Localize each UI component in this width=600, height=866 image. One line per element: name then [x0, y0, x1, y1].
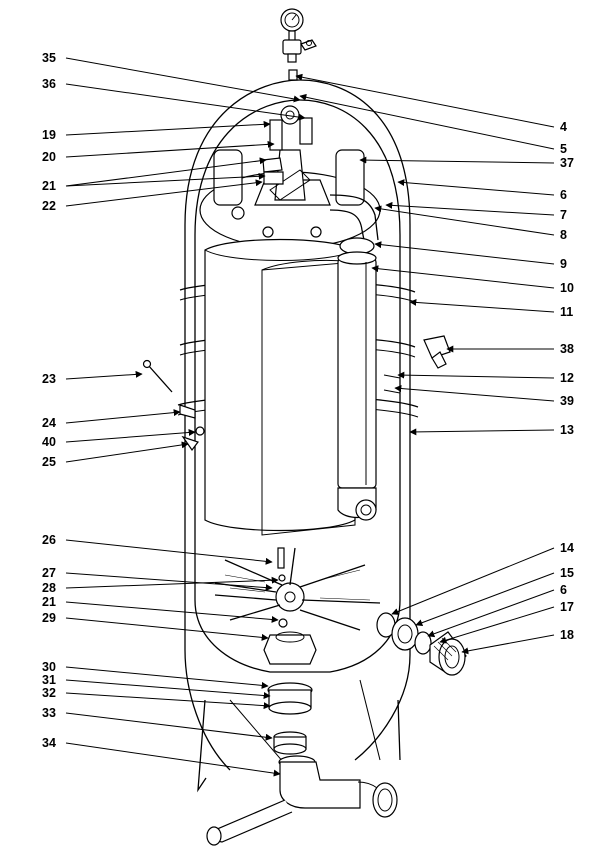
clamp-bolt [142, 359, 205, 452]
bottom-elbow [206, 755, 398, 846]
callout-17: 17 [560, 600, 574, 614]
callout-40: 40 [42, 435, 56, 449]
callout-35: 35 [42, 51, 56, 65]
filter-cartridge [204, 238, 356, 536]
callout-8: 8 [560, 228, 567, 242]
callout-27: 27 [42, 566, 56, 580]
callout-33: 33 [42, 706, 56, 720]
callout-30: 30 [42, 660, 56, 674]
tank-drawing [142, 8, 467, 846]
callout-12: 12 [560, 371, 574, 385]
callout-38: 38 [560, 342, 574, 356]
callout-29: 29 [42, 611, 56, 625]
pressure-gauge [280, 8, 304, 42]
outer-shell [184, 79, 411, 793]
callout-34: 34 [42, 736, 56, 750]
callout-36: 36 [42, 77, 56, 91]
callout-18: 18 [560, 628, 574, 642]
riser-tube [337, 237, 377, 521]
callout-labels-right: 4 5 37 6 7 8 9 10 11 38 12 39 13 14 15 6… [560, 120, 574, 642]
callout-labels-left: 35 36 19 20 21 22 23 24 40 25 26 27 28 2… [42, 51, 56, 750]
callout-22: 22 [42, 199, 56, 213]
top-manifold [199, 105, 381, 249]
callout-5: 5 [560, 142, 567, 156]
callout-6-lower: 6 [560, 583, 567, 597]
manifold-pipe [329, 194, 379, 241]
leader-lines [65, 57, 555, 777]
callout-15: 15 [560, 566, 574, 580]
callout-21-lower: 21 [42, 595, 56, 609]
retaining-bands [177, 280, 419, 418]
side-outlet-fittings [376, 612, 467, 676]
callout-25: 25 [42, 455, 56, 469]
callout-32: 32 [42, 686, 56, 700]
inner-liner [194, 99, 401, 673]
bottom-distributor [214, 547, 381, 631]
callout-39: 39 [560, 394, 574, 408]
callout-28: 28 [42, 581, 56, 595]
callout-21: 21 [42, 179, 56, 193]
callout-11: 11 [560, 305, 573, 319]
callout-24: 24 [42, 416, 56, 430]
callout-6: 6 [560, 188, 567, 202]
callout-26: 26 [42, 533, 56, 547]
band-clip [383, 335, 451, 394]
callout-7: 7 [560, 208, 567, 222]
callout-13: 13 [560, 423, 574, 437]
callout-37: 37 [560, 156, 574, 170]
callout-23: 23 [42, 372, 56, 386]
callout-19: 19 [42, 128, 56, 142]
bottom-port [263, 631, 317, 755]
callout-14: 14 [560, 541, 574, 555]
callout-20: 20 [42, 150, 56, 164]
callout-10: 10 [560, 281, 574, 295]
callout-31: 31 [42, 673, 56, 687]
top-valve [282, 39, 317, 81]
callout-4: 4 [560, 120, 567, 134]
callout-9: 9 [560, 257, 567, 271]
